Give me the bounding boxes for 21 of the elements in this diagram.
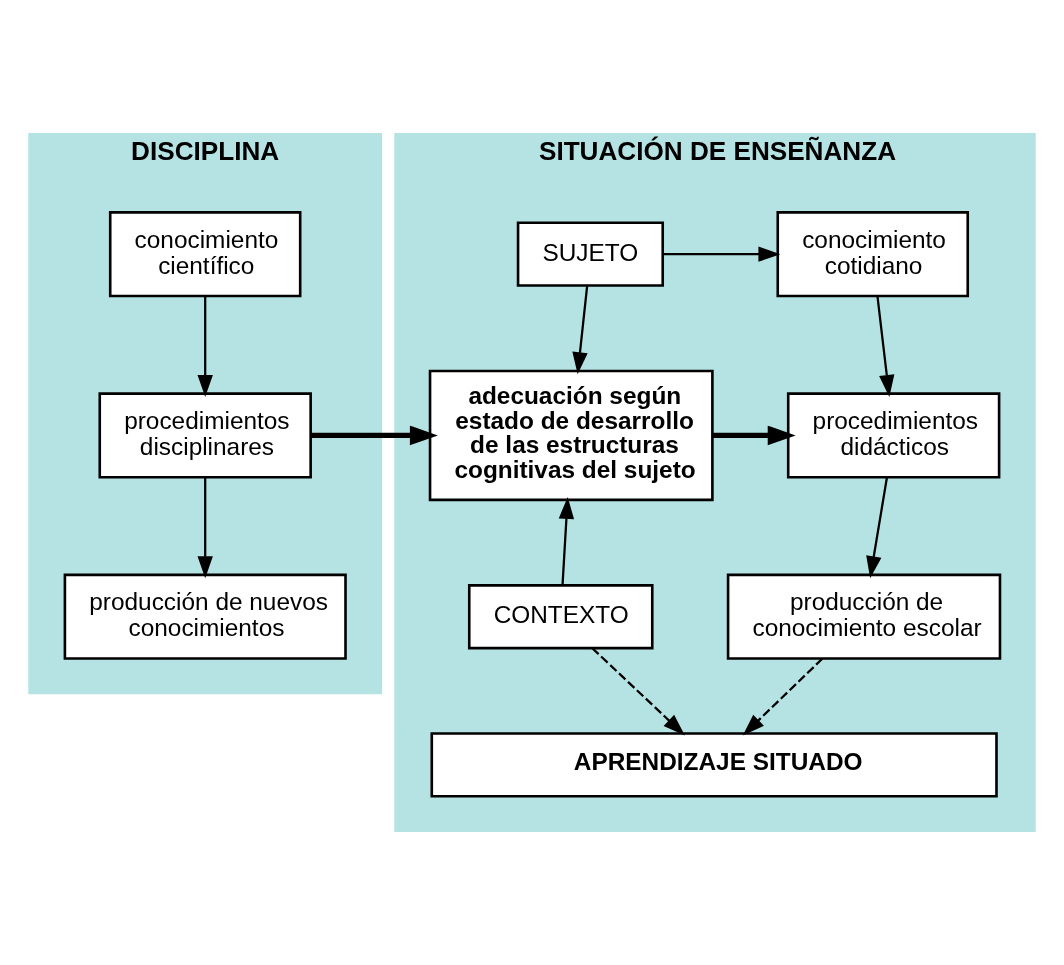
- node-box: APRENDIZAJE SITUADO: [430, 732, 998, 798]
- arrow: [663, 246, 781, 262]
- arrow: [197, 477, 213, 579]
- node-box: producción de nuevos conocimientos: [63, 573, 347, 660]
- node-box: CONTEXTO: [467, 584, 654, 650]
- arrow: [197, 296, 213, 397]
- node-box: adecuación según estado de desarrollo de las estructuras cognitivas del sujeto: [428, 369, 714, 502]
- node-box: conocimiento científico: [108, 211, 302, 298]
- node-box: procedimientos disciplinares: [98, 392, 312, 479]
- arrow: [591, 647, 685, 736]
- node-box: conocimiento cotidiano: [776, 211, 970, 298]
- arrow: [311, 425, 438, 446]
- node-box: SUJETO: [516, 221, 665, 287]
- arrow: [876, 296, 895, 397]
- arrow: [712, 425, 796, 446]
- node-box: procedimientos didácticos: [786, 392, 1001, 479]
- arrow: [742, 657, 824, 736]
- arrow: [558, 496, 575, 585]
- arrow: [572, 285, 589, 375]
- arrow: [866, 477, 889, 579]
- node-box: producción de conocimiento escolar: [726, 573, 1002, 660]
